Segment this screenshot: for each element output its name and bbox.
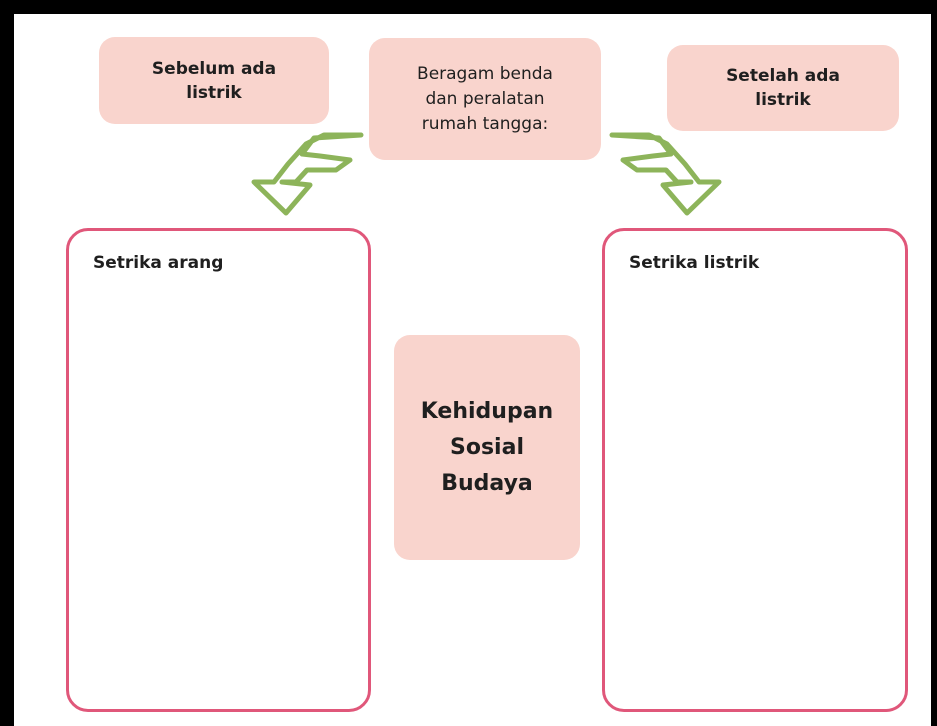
left-panel-title: Setrika arang (93, 253, 224, 273)
before-line-1: Sebelum ada (151, 58, 277, 79)
worksheet-page: Sebelum ada listrik Beragam benda dan pe… (14, 14, 931, 726)
before-electricity-label: Sebelum ada listrik (99, 37, 329, 124)
theme-line-2: Sosial (450, 434, 524, 460)
after-items-panel: Setrika listrik (602, 228, 908, 712)
household-line-2: dan peralatan (425, 88, 545, 109)
household-line-3: rumah tangga: (421, 113, 549, 134)
right-panel-title: Setrika listrik (629, 253, 760, 273)
arrows-layer (251, 132, 722, 216)
after-line-1: Setelah ada (726, 66, 840, 86)
after-electricity-label: Setelah ada listrik (667, 45, 899, 131)
arrow-down-left-icon (251, 132, 364, 216)
before-line-2: listrik (186, 82, 242, 103)
household-items-label: Beragam benda dan peralatan rumah tangga… (369, 38, 601, 160)
social-culture-label: Kehidupan Sosial Budaya (394, 335, 580, 560)
before-items-panel: Setrika arang (66, 228, 371, 712)
theme-line-3: Budaya (441, 470, 533, 496)
after-line-2: listrik (755, 90, 811, 110)
household-line-1: Beragam benda (417, 63, 553, 84)
theme-line-1: Kehidupan (420, 398, 554, 424)
arrow-down-right-icon (609, 132, 722, 216)
